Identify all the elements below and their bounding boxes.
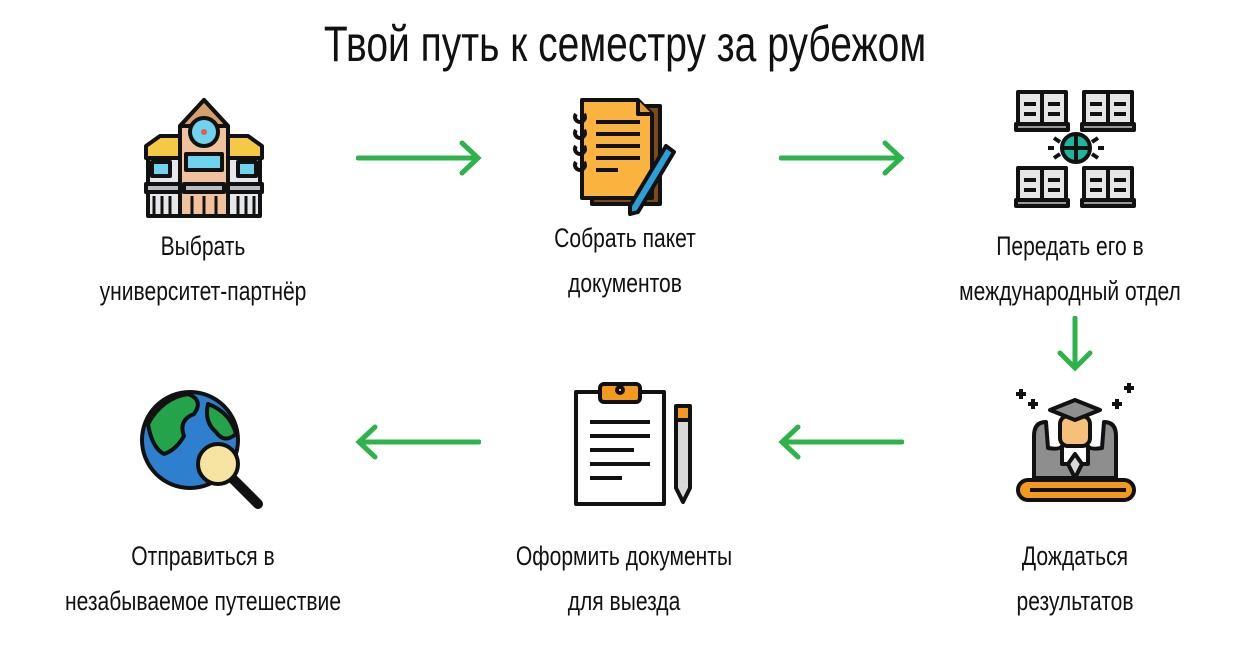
graduate-on-book-icon xyxy=(1016,383,1136,502)
globe-magnifier-icon xyxy=(140,390,263,509)
page-title: Твой путь к семестру за рубежом xyxy=(323,16,927,72)
arrow-down-icon xyxy=(1057,316,1093,372)
books-network-globe-icon xyxy=(1014,90,1136,208)
step-label-choose-university: Выбрать университет-партнёр xyxy=(99,231,307,306)
arrow-right-icon xyxy=(779,140,905,176)
step-label-go-travel: Отправиться в незабываемое путешествие xyxy=(64,541,342,616)
step-label-arrange-documents: Оформить документы для выезда xyxy=(515,541,733,616)
clipboard-pen-icon xyxy=(574,382,692,506)
university-building-icon xyxy=(144,98,264,218)
step-label-submit-international: Передать его в международный отдел xyxy=(959,231,1181,306)
step-label-wait-results: Дождаться результатов xyxy=(1016,541,1134,616)
notebook-documents-pencil-icon xyxy=(573,98,676,216)
arrow-left-icon xyxy=(778,424,904,460)
arrow-left-icon xyxy=(355,424,481,460)
step-label-collect-documents: Собрать пакет документов xyxy=(554,223,696,298)
arrow-right-icon xyxy=(356,140,482,176)
